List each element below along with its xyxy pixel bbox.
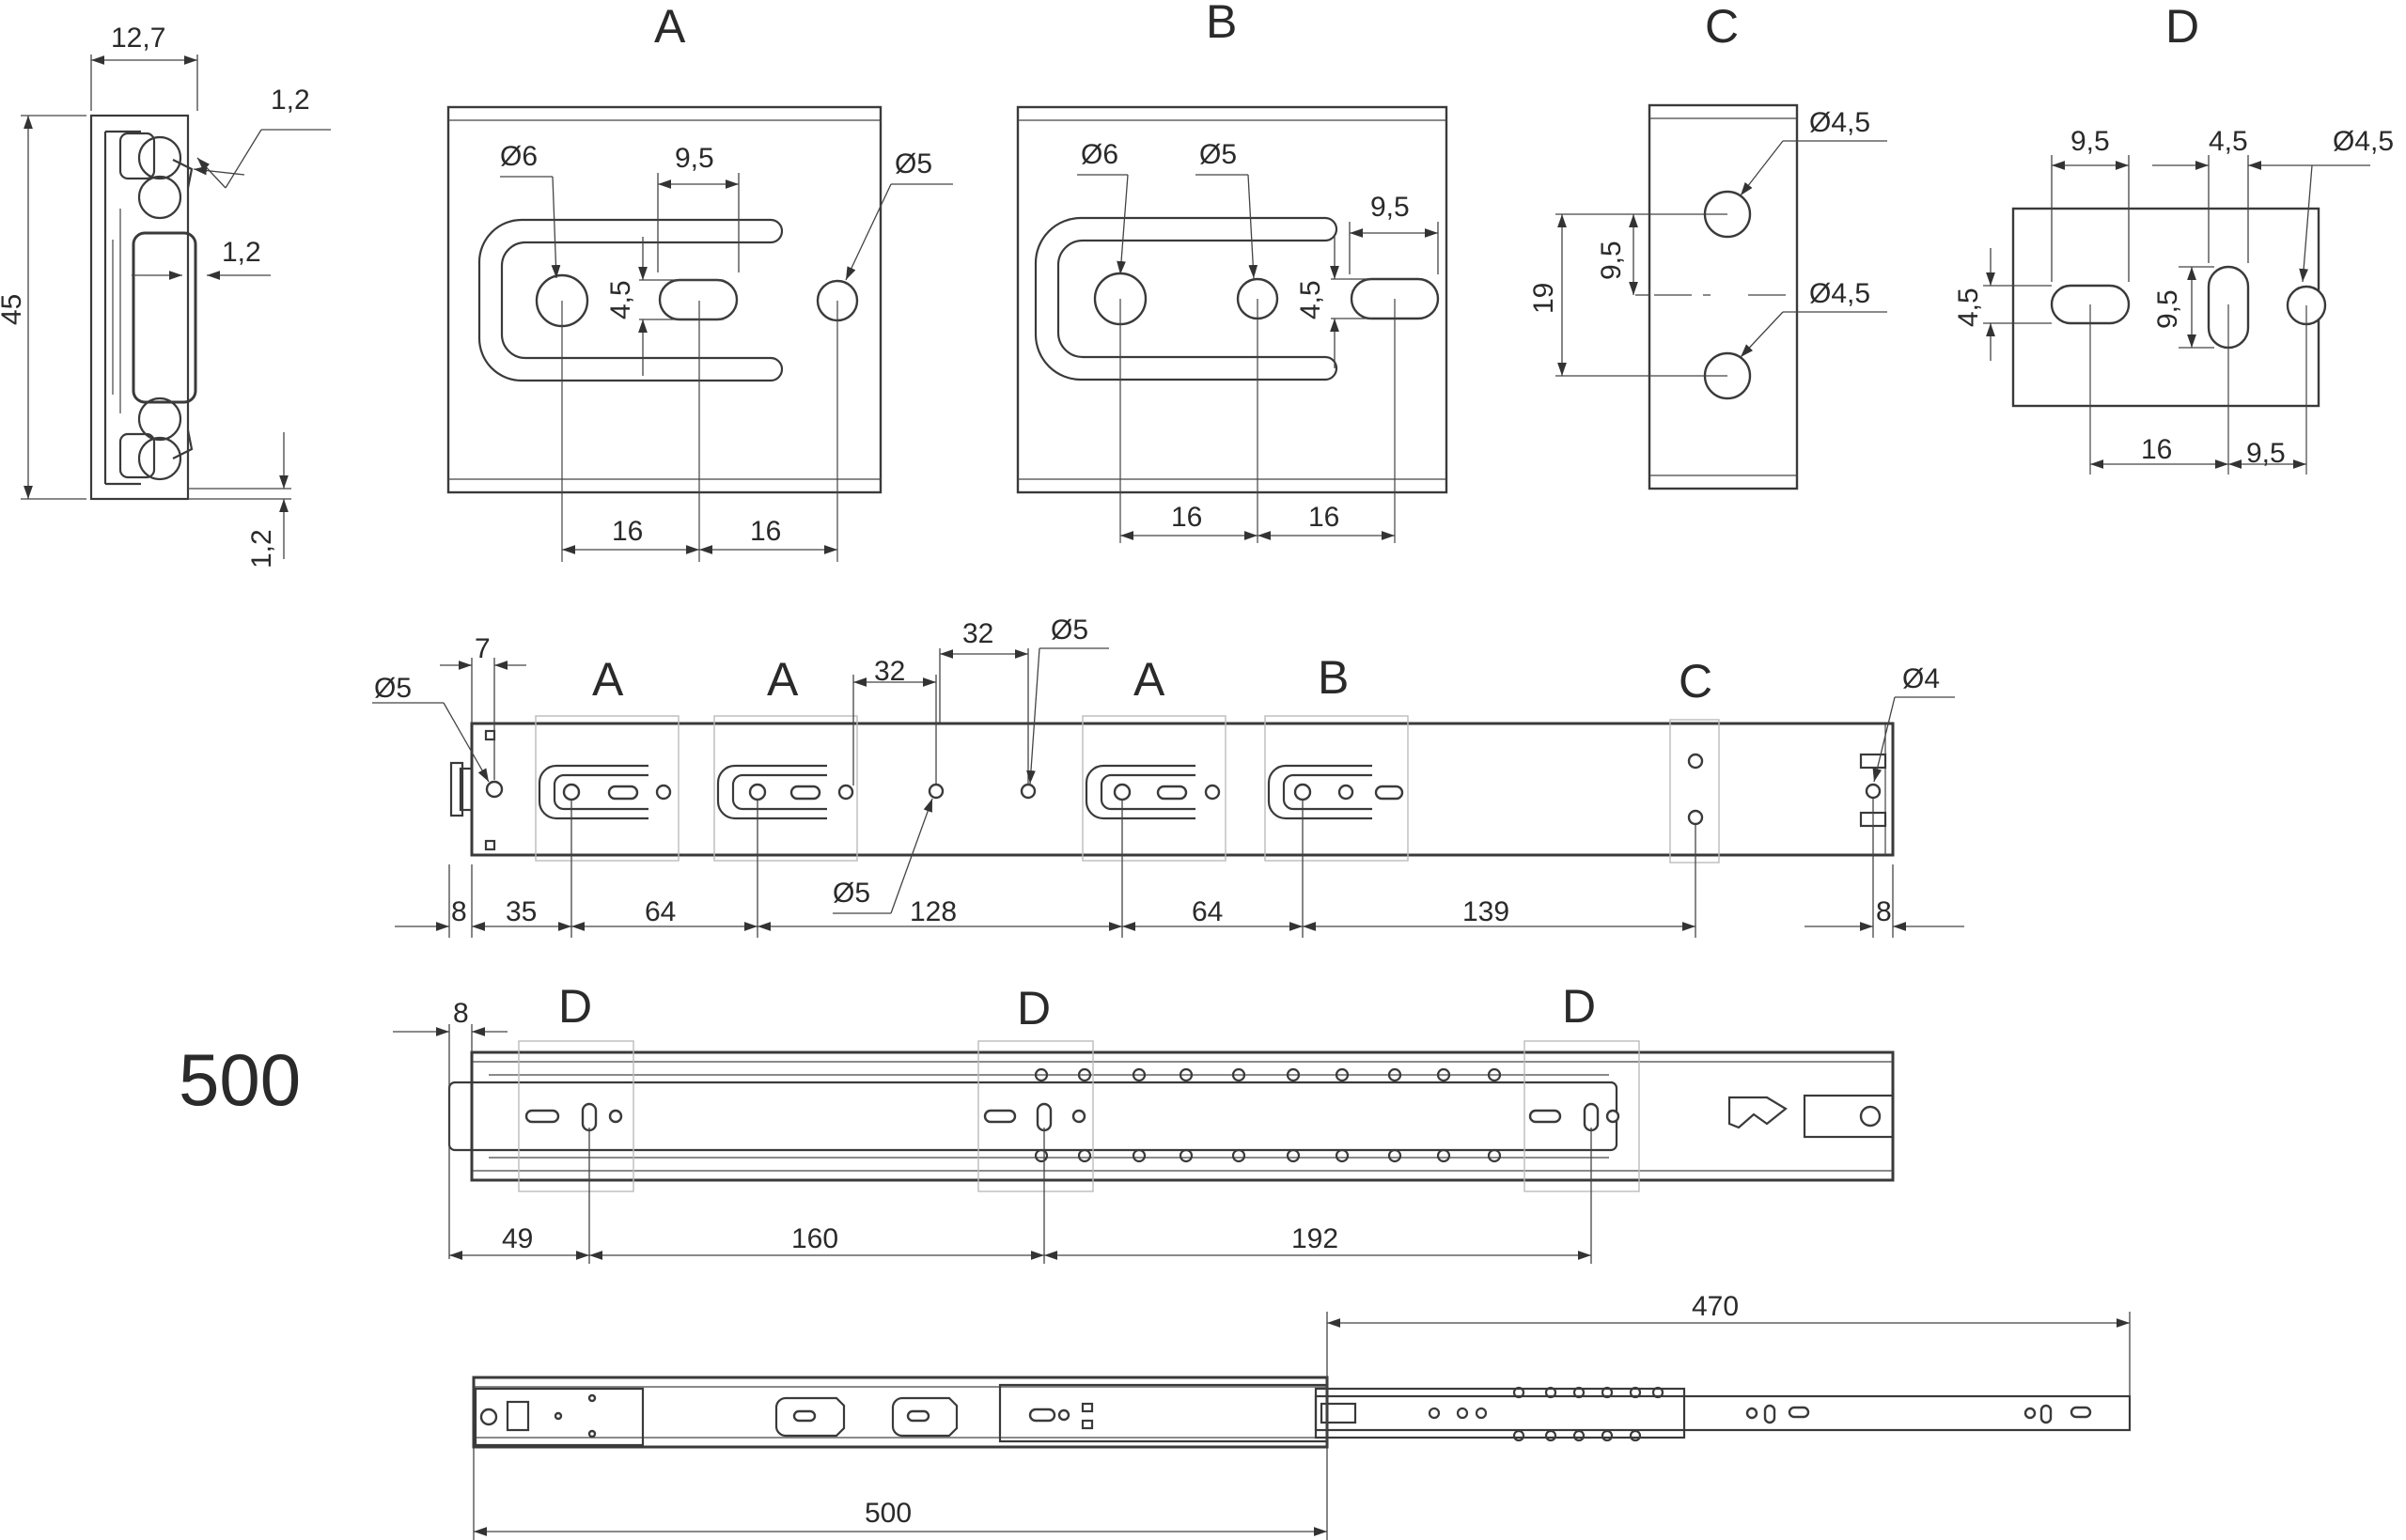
section-dimensions: 12,7 45 1,2 1,2 1,2 — [0, 23, 331, 568]
detail-c-half-pitch: 9,5 — [1596, 241, 1627, 280]
section-thickness-bottom-value: 1,2 — [246, 529, 277, 568]
rail-cross-section — [89, 114, 197, 501]
section-height-value: 45 — [0, 294, 27, 325]
section-thickness-mid-value: 1,2 — [222, 237, 261, 268]
cabinet-label-5: C — [1679, 655, 1712, 708]
extended-closed-length: 500 — [865, 1498, 912, 1529]
cabinet-label-3: A — [1133, 653, 1165, 706]
mount-c — [1669, 719, 1720, 863]
cabinet-dim-2: 35 — [506, 896, 537, 927]
detail-a-hole-large: Ø6 — [500, 141, 538, 172]
cabinet-dim-5: 64 — [1192, 896, 1223, 927]
detail-d-pitch-2: 9,5 — [2246, 438, 2286, 469]
detail-d-slot-h: 4,5 — [1953, 288, 1984, 327]
detail-c-hole-top: Ø4,5 — [1809, 107, 1870, 138]
detail-a-pitch-2: 16 — [750, 516, 781, 547]
drawer-dim-1: 49 — [502, 1223, 533, 1254]
cabinet-hole-top: Ø5 — [1051, 614, 1088, 646]
drawer-dim-2: 160 — [791, 1223, 838, 1254]
detail-a: A 16 16 Ø6 9,5 4,5 Ø5 — [446, 0, 953, 562]
cabinet-dimensions: 7 Ø5 32 32 Ø5 Ø5 Ø4 — [372, 614, 1964, 938]
mount-d-1 — [518, 1040, 634, 1192]
cabinet-dim-6: 139 — [1462, 896, 1509, 927]
detail-b-pitch-1: 16 — [1171, 502, 1202, 533]
detail-c: C 19 9,5 Ø4,5 Ø4,5 — [1528, 0, 1887, 490]
section-width-value: 12,7 — [111, 23, 165, 54]
detail-d-slot-w: 4,5 — [2209, 126, 2248, 157]
detail-c-pitch: 19 — [1528, 283, 1559, 314]
mount-a-3 — [1082, 715, 1226, 862]
cabinet-dim-3: 64 — [645, 896, 676, 927]
detail-b-slot-len: 9,5 — [1370, 192, 1410, 223]
detail-a-hole-small: Ø5 — [895, 148, 932, 179]
detail-c-hole-bottom: Ø4,5 — [1809, 278, 1870, 309]
cabinet-label-4: B — [1318, 651, 1349, 704]
detail-a-pitch-1: 16 — [612, 516, 643, 547]
cabinet-dim-7: 8 — [1876, 896, 1892, 927]
extended-dimensions: 470 500 — [473, 1291, 2131, 1540]
cabinet-dim-1: 8 — [451, 896, 467, 927]
detail-b-label: B — [1206, 0, 1237, 48]
drawer-dim-3: 192 — [1291, 1223, 1338, 1254]
detail-c-label: C — [1705, 0, 1739, 53]
ball-cage-bottom — [1034, 1148, 1502, 1163]
drawer-rail: D D D — [447, 980, 1895, 1192]
detail-b: B 16 16 Ø6 Ø5 9,5 4,5 — [1016, 0, 1448, 543]
mount-d-2 — [977, 1040, 1094, 1192]
drawer-label-2: D — [1017, 982, 1051, 1034]
detail-d-slot-len: 9,5 — [2070, 126, 2110, 157]
extended-balls — [1428, 1386, 1664, 1442]
detail-d-slot-v: 9,5 — [2152, 289, 2183, 329]
detail-b-hole-mid: Ø5 — [1199, 139, 1237, 170]
cabinet-gap-b: 32 — [962, 618, 993, 649]
ball-cage-top — [1034, 1067, 1502, 1082]
cabinet-dim-4: 128 — [910, 896, 957, 927]
mount-b — [1264, 715, 1409, 862]
cabinet-label-1: A — [592, 653, 624, 706]
detail-d: D 16 9,5 9,5 4,5 Ø4,5 4,5 9,5 — [1953, 0, 2394, 474]
detail-d-label: D — [2165, 0, 2199, 53]
mount-a-2 — [713, 715, 858, 862]
cabinet-label-2: A — [767, 653, 799, 706]
mount-a-1 — [535, 715, 680, 862]
detail-b-pitch-2: 16 — [1308, 502, 1339, 533]
drawer-label-3: D — [1562, 980, 1596, 1033]
detail-a-label: A — [654, 0, 686, 53]
extended-extension: 470 — [1692, 1291, 1739, 1322]
detail-b-slot-w: 4,5 — [1295, 280, 1326, 319]
cabinet-hole-bottom: Ø5 — [833, 878, 870, 909]
length-label: 500 — [179, 1038, 301, 1121]
cabinet-rail: A A A B C — [449, 651, 1895, 863]
section-thickness-top-value: 1,2 — [271, 85, 310, 116]
drawer-label-1: D — [558, 980, 592, 1033]
cabinet-end-offset: 7 — [475, 633, 491, 664]
cabinet-end-hole: Ø5 — [374, 673, 412, 704]
cabinet-gap-a: 32 — [874, 656, 905, 687]
drawer-dimensions: 8 49 160 192 — [393, 998, 1592, 1264]
detail-d-hole: Ø4,5 — [2333, 126, 2394, 157]
detail-b-hole-large: Ø6 — [1081, 139, 1118, 170]
cabinet-hole-right: Ø4 — [1902, 663, 1940, 694]
detail-d-pitch-1: 16 — [2141, 434, 2172, 465]
drawer-offset: 8 — [453, 998, 469, 1029]
mount-d-3 — [1523, 1040, 1640, 1192]
extended-rail — [472, 1376, 2132, 1449]
detail-a-slot-w: 4,5 — [605, 280, 636, 319]
detail-a-slot-len: 9,5 — [675, 143, 714, 174]
